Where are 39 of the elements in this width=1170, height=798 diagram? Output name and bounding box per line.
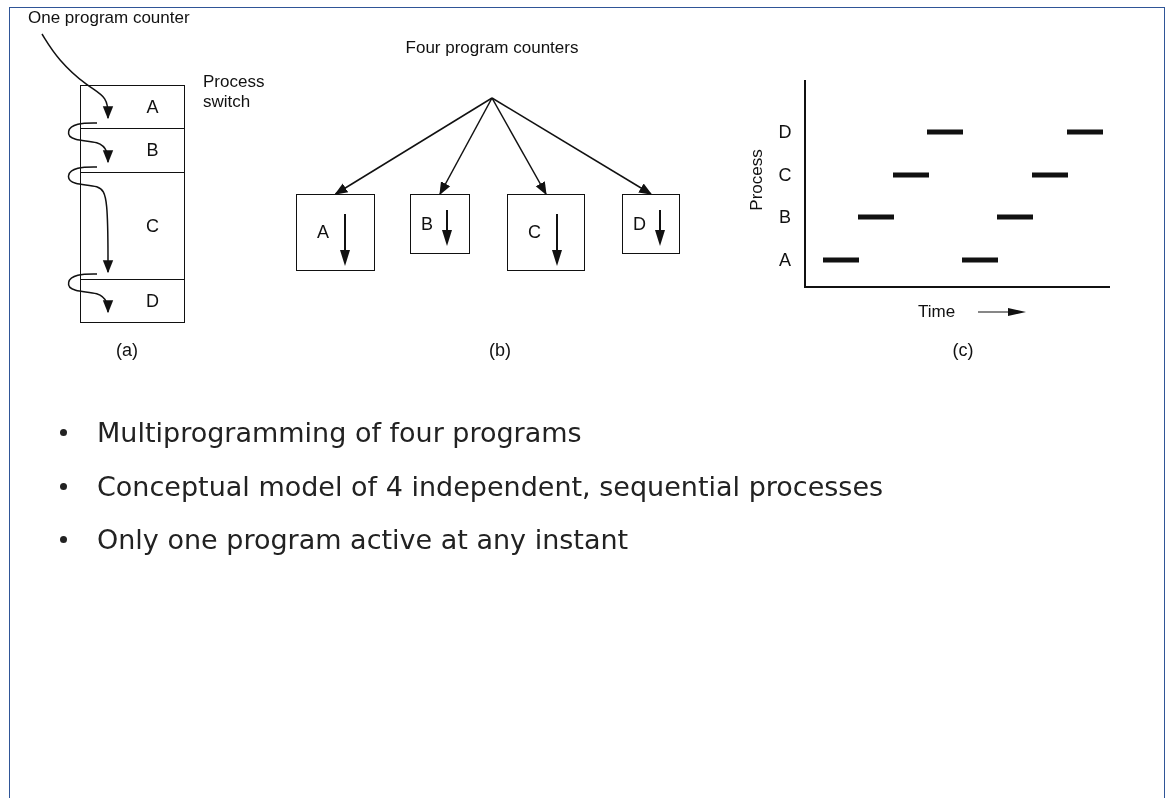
node-label: Four program counters <box>405 38 579 58</box>
node-label: One program counter <box>28 8 190 28</box>
annotation-text: Process switch <box>203 72 266 112</box>
axis-label: D <box>778 121 792 143</box>
bullet-text: Conceptual model of 4 independent, sequential processes <box>97 470 884 502</box>
process-box <box>507 194 585 271</box>
process-cell <box>80 128 185 173</box>
panel-caption: (c) <box>952 339 974 361</box>
process-box <box>622 194 680 254</box>
panel-caption: (b) <box>489 339 511 361</box>
process-cell <box>80 172 185 280</box>
process-box <box>296 194 375 271</box>
panel-caption: (a) <box>116 339 138 361</box>
axis-title: Time <box>918 302 956 322</box>
node-label: A <box>146 96 159 118</box>
node-label: D <box>146 290 159 312</box>
node-label: C <box>528 222 541 243</box>
arrow <box>491 97 547 196</box>
node-label: B <box>421 213 433 235</box>
node-label: A <box>317 222 329 243</box>
node-label: C <box>146 215 159 237</box>
arrow <box>334 97 493 195</box>
axis-label: C <box>778 164 792 186</box>
axis-title: Process <box>747 149 767 211</box>
axis-label: A <box>779 249 791 271</box>
process-cell <box>80 279 185 323</box>
arrow <box>491 97 653 195</box>
arrow <box>439 97 493 196</box>
bullet-text: Only one program active at any instant <box>97 523 629 555</box>
process-cell <box>80 85 185 129</box>
process-box <box>410 194 470 254</box>
node-label: B <box>146 140 159 161</box>
arrow <box>67 122 114 164</box>
bullet-text: Multiprogramming of four programs <box>97 416 582 448</box>
axis-label: B <box>779 206 791 228</box>
arrow <box>67 166 114 274</box>
node-label: D <box>633 213 646 235</box>
arrow <box>41 33 114 120</box>
arrow <box>67 273 114 314</box>
